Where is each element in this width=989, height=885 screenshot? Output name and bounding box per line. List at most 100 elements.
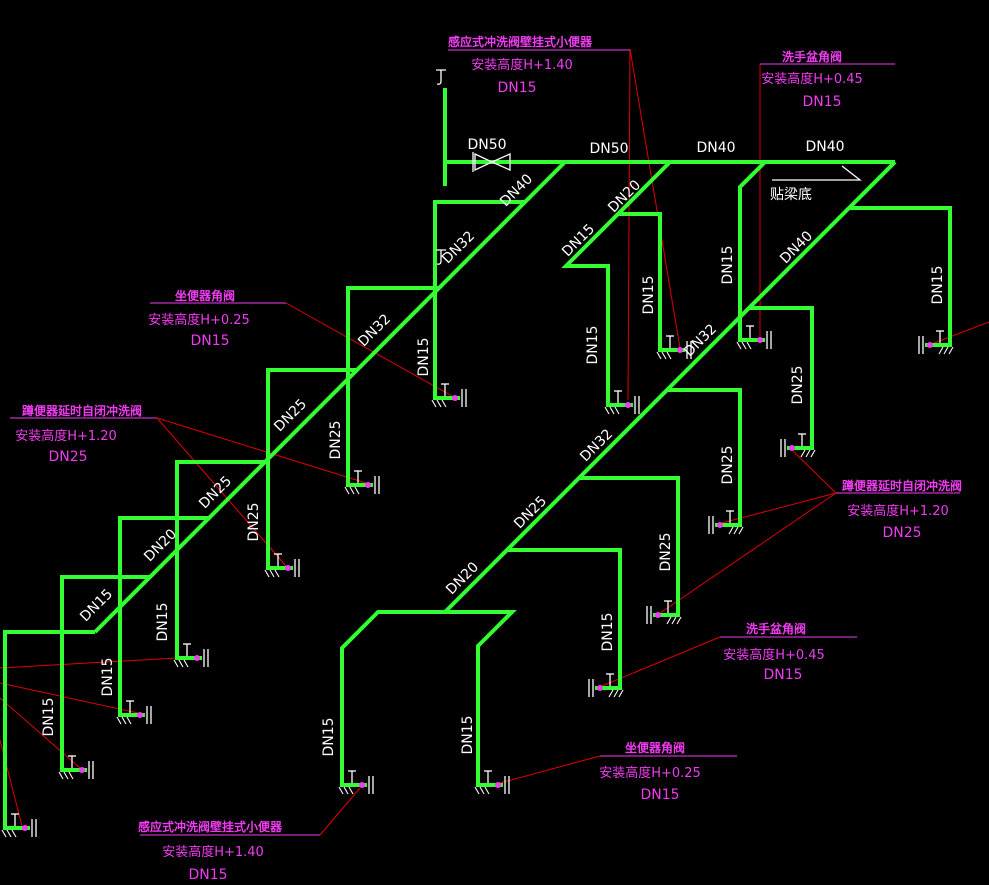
annotation-pipe-size: DN15 [640,787,679,803]
pipe-size-label: DN25 [271,396,310,435]
pipe-size-label: DN15 [41,697,57,736]
pipe-size-label: DN15 [720,245,736,284]
pipe-segment [3,630,95,830]
pipe-size-label: DN15 [641,275,657,314]
pipe-size-label: DN25 [790,365,806,404]
annotation-install-height: 安装高度H+1.20 [15,428,117,444]
pipe-size-label: DN25 [196,473,235,512]
fixture-annotation: 感应式冲洗阀壁挂式小便器 安装高度H+1.40 DN15 [138,819,320,883]
pipe-size-label: DN25 [328,420,344,459]
annotation-pipe-size: DN15 [763,667,802,683]
pipe-segment [738,160,767,342]
fixture-valve-icon [1,813,37,838]
fixture-valve-icon [264,553,300,578]
pipe-size-label: DN32 [439,228,478,267]
leader-line [659,492,837,614]
fixture-valve-icon [474,770,510,795]
pipe-segment [433,200,525,400]
pipe-size-label: DN15 [100,657,116,696]
fixture-valve-icon [344,470,380,495]
pipe-size-label: DN15 [930,265,946,304]
pipe-size-label: DN40 [497,171,536,210]
riser-up-icon [435,69,447,85]
leader-line [156,417,287,567]
annotation-pipe-size: DN15 [802,94,841,110]
fixture-annotation: 蹲便器延时自闭冲洗阀 安装高度H+1.20 DN25 [10,403,157,465]
beam-level-mark [772,165,862,181]
fixture-valve-icon [736,325,772,350]
annotation-pipe-size: DN15 [190,333,229,349]
annotation-install-height: 安装高度H+0.25 [148,312,250,328]
pipe-segment [118,516,209,717]
annotation-pipe-size: DN15 [188,867,227,883]
leader-line [629,48,681,349]
leader-line [928,321,989,346]
pipe-size-label: DN15 [416,337,432,376]
annotation-fixture-name: 蹲便器延时自闭冲洗阀 [22,403,142,418]
pipe-segment [561,160,672,407]
pipe-size-label: DN25 [658,532,674,571]
pipe-size-label: DN20 [141,526,180,565]
annotation-install-height: 安装高度H+0.45 [761,71,863,87]
beam-note-label: 贴梁底 [770,187,812,203]
annotation-pipe-size: DN25 [882,525,921,541]
annotation-fixture-name: 洗手盆角阀 [782,49,842,64]
vertical-pipe-labels: DN15 DN15 DN15 DN15 DN15 DN25 DN25 DN25 … [41,245,946,756]
annotation-pipe-size: DN25 [48,449,87,465]
pipe-size-label: DN25 [246,502,262,541]
pipe-size-label: DN32 [355,311,394,350]
leader-line [156,417,367,484]
fixture-annotation: 坐便器角阀 安装高度H+0.25 DN15 [599,740,737,803]
pipe-size-label: DN25 [720,445,736,484]
fixture-annotation: 坐便器角阀 安装高度H+0.25 DN15 [148,288,286,349]
annotation-install-height: 安装高度H+1.40 [471,57,573,73]
pipe-segment [618,212,685,352]
annotation-fixture-name: 洗手盆角阀 [746,621,806,636]
fixture-valve-icon [58,755,94,780]
leader-line [499,755,601,784]
fixture-annotation: 洗手盆角阀 安装高度H+0.45 DN15 [760,49,895,110]
leader-line [0,682,139,714]
pipe-diagonal-main [443,160,897,614]
annotation-install-height: 安装高度H+1.20 [847,503,949,519]
pipe-size-label: DN15 [600,612,616,651]
pipe-segment [340,610,517,787]
pipe-size-label: DN20 [605,177,644,216]
fixture-valve-icon [338,770,374,795]
leader-lines [0,48,989,836]
leader-line [0,656,196,669]
leader-line [285,302,453,397]
pipe-segment [667,388,742,527]
fixture-annotation: 洗手盆角阀 安装高度H+0.45 DN15 [720,621,857,683]
pipe-size-label: DN40 [696,140,735,156]
annotation-fixture-name: 坐便器角阀 [175,288,235,303]
pipe-segment [266,368,357,570]
fixture-annotation: 蹲便器延时自闭冲洗阀 安装高度H+1.20 DN25 [836,478,962,541]
leader-line [792,450,837,494]
left-branch-system [3,160,567,830]
main-pipe-labels: DN50 DN50 DN40 DN40 贴梁底 [467,137,844,203]
fixture-valve-icon [780,433,816,458]
pipe-segment [507,548,622,690]
leader-line [319,787,361,836]
pipe-segment [849,206,952,347]
pipe-size-label: DN15 [321,717,337,756]
pipe-size-label: DN15 [155,602,171,641]
fixture-valve-icon [173,643,209,668]
fixture-valve-icon [708,510,744,535]
right-branch-system [340,160,952,787]
annotation-install-height: 安装高度H+0.25 [599,765,701,781]
annotation-fixture-name: 感应式冲洗阀壁挂式小便器 [138,819,283,834]
pipe-size-label: DN50 [589,141,628,157]
annotation-fixture-name: 感应式冲洗阀壁挂式小便器 [448,34,593,49]
annotation-install-height: 安装高度H+1.40 [162,844,264,860]
leader-line [627,48,631,401]
fixture-annotation: 感应式冲洗阀壁挂式小便器 安装高度H+1.40 DN15 [448,34,630,96]
pipe-size-label: DN50 [467,137,506,153]
leader-line [0,697,81,769]
fixture-valve-icon [588,673,624,698]
pipe-segment [175,460,265,660]
pipe-segment [346,286,439,487]
annotation-pipe-size: DN15 [497,80,536,96]
